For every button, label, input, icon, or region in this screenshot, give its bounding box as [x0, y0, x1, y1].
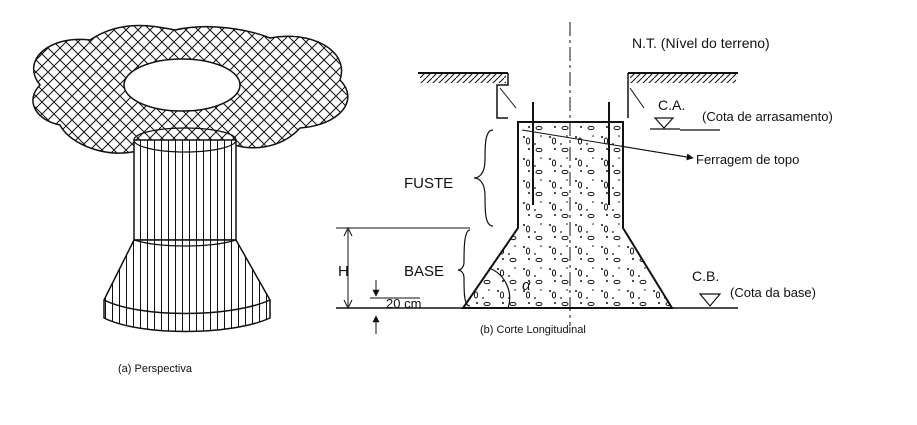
alpha-arc: [488, 267, 511, 309]
ca-description: (Cota de arrasamento): [702, 109, 833, 124]
shaft-opening: [123, 58, 241, 112]
perspective-drawing: [32, 24, 349, 333]
perspective-caption: (a) Perspectiva: [118, 363, 193, 375]
base-brace: [457, 229, 471, 307]
h-label: H: [338, 263, 349, 280]
nt-label: N.T. (Nível do terreno): [632, 35, 770, 51]
dim-20cm-label: 20 cm: [386, 296, 421, 311]
cb-label: C.B.: [692, 268, 719, 284]
alpha-label: α: [522, 277, 531, 294]
bell-base: [103, 239, 271, 333]
base-label: BASE: [404, 263, 444, 280]
shaft-body: [133, 139, 237, 241]
fuste-label: FUSTE: [404, 175, 453, 192]
section-drawing: [336, 22, 738, 334]
fuste-brace: [473, 129, 494, 227]
ferragem-label: Ferragem de topo: [696, 152, 799, 167]
section-caption: (b) Corte Longitudinal: [480, 324, 586, 336]
cb-level-marker: [698, 293, 722, 307]
cb-description: (Cota da base): [730, 285, 816, 300]
ca-level-marker: [653, 117, 675, 129]
ca-label: C.A.: [658, 97, 685, 113]
